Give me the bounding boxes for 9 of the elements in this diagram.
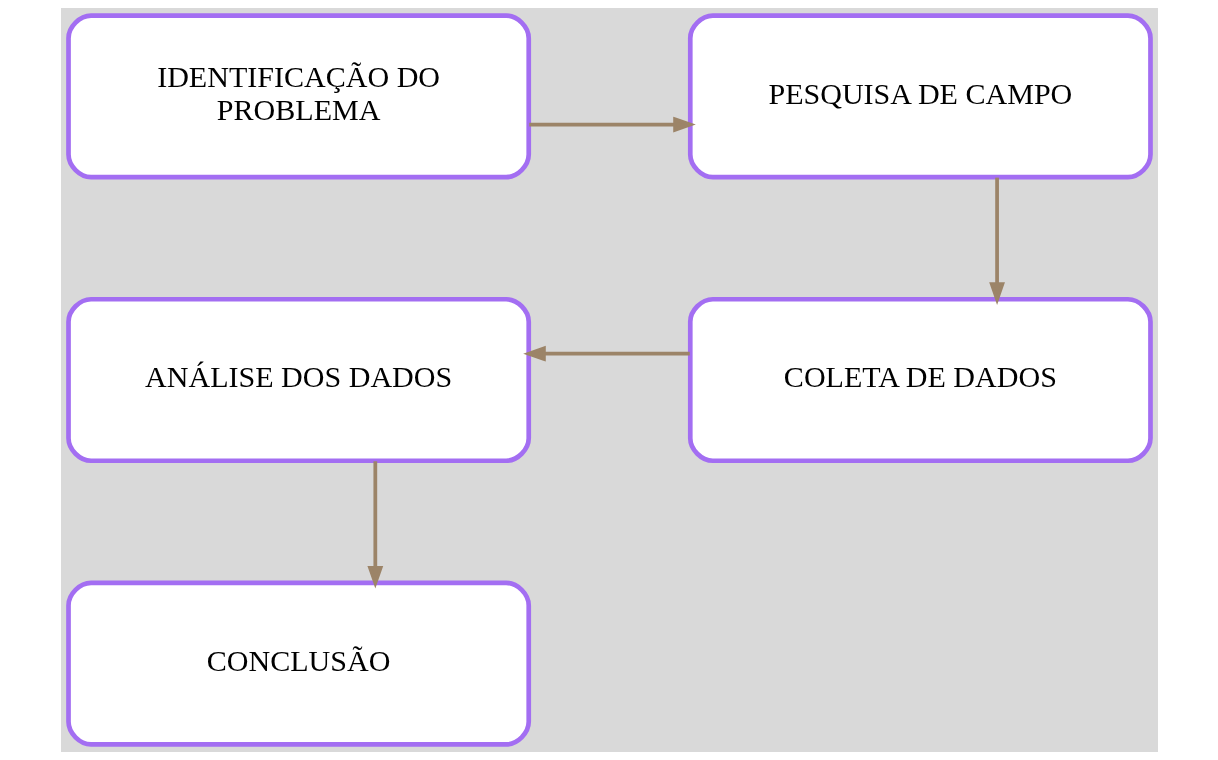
arrow xyxy=(528,116,696,133)
arrow xyxy=(522,345,690,362)
arrow xyxy=(988,177,1005,305)
arrow xyxy=(366,461,383,589)
node-box: IDENTIFICAÇÃO DO PROBLEMA xyxy=(65,13,531,180)
node-box: COLETA DE DADOS xyxy=(687,296,1153,464)
node-box: ANÁLISE DOS DADOS xyxy=(65,296,531,464)
node-box: CONCLUSÃO xyxy=(65,580,531,747)
node-box: PESQUISA DE CAMPO xyxy=(687,13,1153,180)
